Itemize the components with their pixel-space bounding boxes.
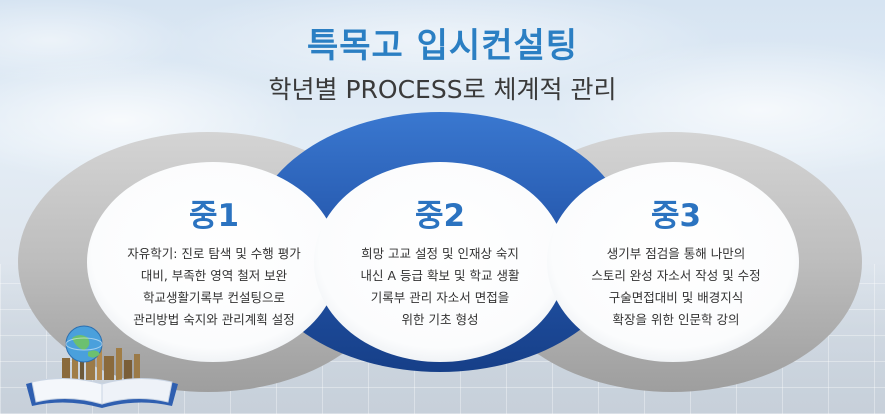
- card-text-line: 스토리 완성 자소서 작성 및 수정: [591, 268, 761, 283]
- book-globe-city-icon: [26, 325, 178, 408]
- disc-center: [314, 162, 566, 362]
- process-card-3: 중3 생기부 점검을 통해 나만의 스토리 완성 자소서 작성 및 수정 구술면…: [566, 190, 786, 331]
- page-title: 특목고 입시컨설팅: [306, 26, 579, 66]
- card-text-line: 희망 고교 설정 및 인재상 숙지: [361, 246, 519, 261]
- card-grade-label: 중1: [188, 198, 240, 234]
- card-text-line: 대비, 부족한 영역 철저 보완: [140, 268, 288, 283]
- card-grade-label: 중2: [414, 198, 466, 234]
- card-grade-label: 중3: [650, 198, 702, 234]
- card-text-line: 구술면접대비 및 배경지식: [608, 290, 744, 305]
- card-text-line: 기록부 관리 자소서 면접을: [370, 290, 510, 305]
- card-text-line: 자유학기: 진로 탐색 및 수행 평가: [127, 246, 301, 261]
- disc-right: [547, 162, 799, 362]
- card-text-line: 생기부 점검을 통해 나만의: [606, 246, 746, 261]
- card-text-line: 관리방법 숙지와 관리계획 설정: [133, 312, 295, 327]
- page-subtitle: 학년별 PROCESS로 체계적 관리: [268, 75, 617, 104]
- disc-left: [87, 162, 339, 362]
- card-text-line: 내신 A 등급 확보 및 학교 생활: [360, 268, 520, 283]
- process-card-2: 중2 희망 고교 설정 및 인재상 숙지 내신 A 등급 확보 및 학교 생활 …: [330, 190, 550, 331]
- card-text-line: 위한 기초 형성: [401, 312, 479, 327]
- process-card-1: 중1 자유학기: 진로 탐색 및 수행 평가 대비, 부족한 영역 철저 보완 …: [104, 190, 324, 331]
- card-text-line: 학교생활기록부 컨설팅으로: [143, 290, 285, 305]
- card-text-line: 확장을 위한 인문학 강의: [612, 312, 740, 327]
